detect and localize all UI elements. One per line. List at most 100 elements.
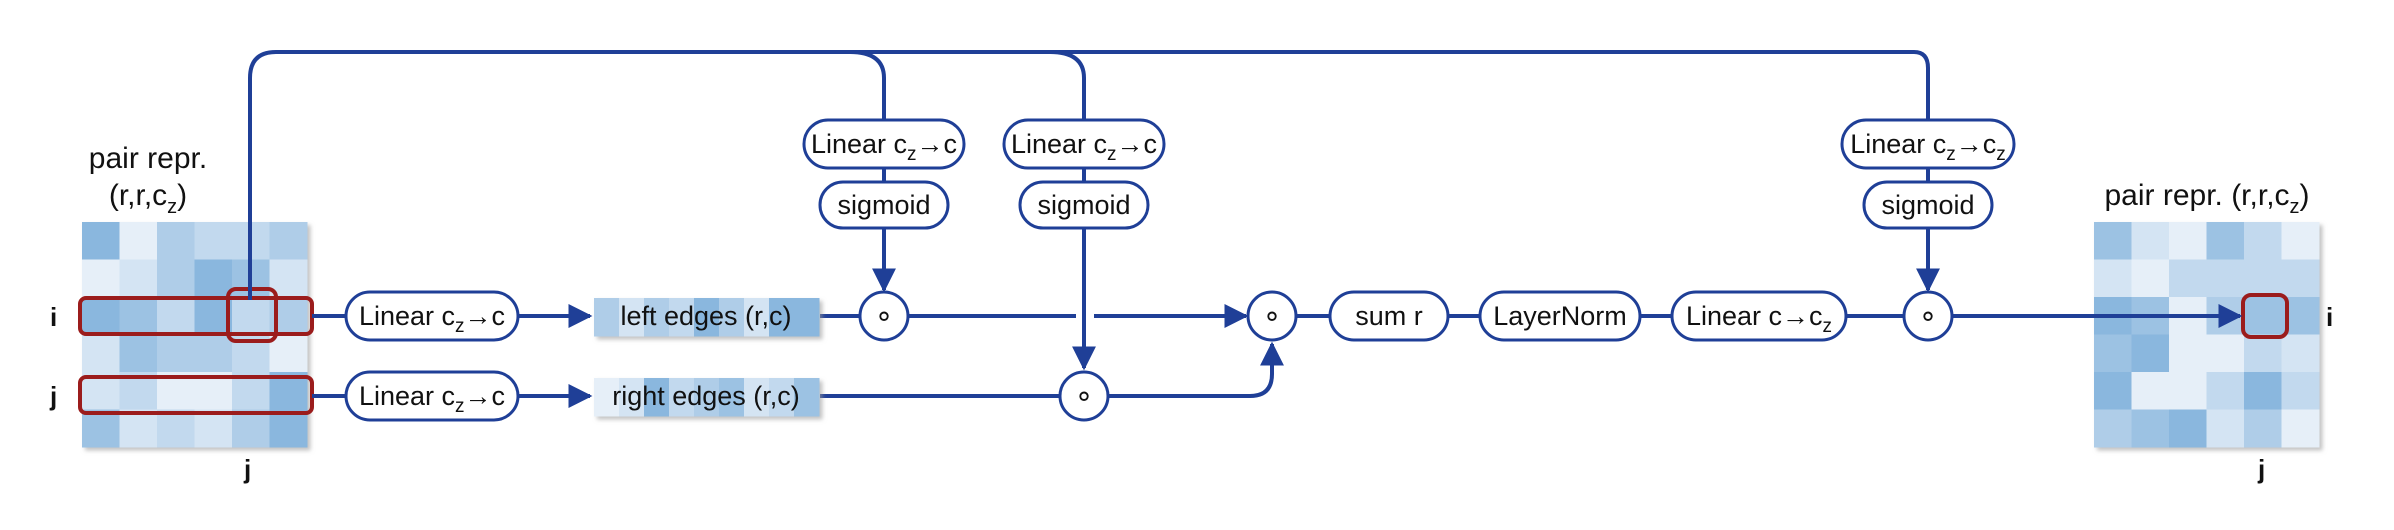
heatmap-cell bbox=[2094, 372, 2132, 410]
hadamard-gate2-symbol: ∘ bbox=[1075, 380, 1094, 413]
gate2-sigmoid-label: sigmoid bbox=[1037, 190, 1130, 220]
heatmap-cell bbox=[2244, 334, 2282, 373]
heatmap-cell bbox=[2131, 259, 2170, 298]
gate1-sigmoid-node bbox=[818, 180, 950, 230]
layernorm-label: LayerNorm bbox=[1493, 301, 1627, 331]
heatmap-cell bbox=[119, 334, 158, 373]
heatmap-cell bbox=[694, 298, 720, 337]
heatmap-cell bbox=[269, 222, 308, 260]
heatmap-cell bbox=[2206, 409, 2245, 448]
heatmap-cell bbox=[194, 259, 233, 298]
nodes: Linear cz→c Linear cz→c left edges (r,c)… bbox=[344, 118, 2016, 422]
pair-repr-right: pair repr. (r,r,cz) i j bbox=[2094, 179, 2333, 484]
heatmap-cell bbox=[2169, 334, 2207, 373]
gate2-linear-label: Linear cz→c bbox=[1011, 129, 1157, 165]
sum-r-label: sum r bbox=[1355, 301, 1423, 331]
linear-top-node bbox=[344, 290, 520, 342]
heatmap-cell bbox=[2281, 409, 2320, 448]
pair-repr-left-grid bbox=[82, 222, 308, 448]
heatmap-cell bbox=[232, 297, 270, 335]
heatmap-cell bbox=[2094, 409, 2132, 448]
linear-top-label: Linear cz→c bbox=[359, 301, 505, 337]
heatmap-cell bbox=[2281, 372, 2320, 410]
heatmap-cell bbox=[119, 222, 158, 260]
heatmap-cell bbox=[2206, 334, 2245, 373]
col-label-j-left: j bbox=[243, 454, 251, 484]
gate3-linear-node bbox=[1840, 118, 2016, 170]
heatmap-cell bbox=[2206, 259, 2245, 298]
row-label-i-left: i bbox=[50, 302, 57, 332]
sum-r-node bbox=[1328, 290, 1450, 342]
heatmap-cell bbox=[2169, 259, 2207, 298]
heatmap-cell bbox=[82, 334, 120, 373]
heatmap-cell bbox=[2131, 334, 2170, 373]
heatmap-cell bbox=[269, 334, 308, 373]
heatmap-cell bbox=[2094, 222, 2132, 260]
hadamard-merge bbox=[1246, 290, 1298, 342]
heatmap-cell bbox=[2206, 222, 2245, 260]
heatmap-cell bbox=[2281, 259, 2320, 298]
hadamard-merge-symbol: ∘ bbox=[1263, 300, 1282, 333]
heatmap-cell bbox=[2244, 259, 2282, 298]
heatmap-cell bbox=[694, 378, 720, 417]
heatmap-cell bbox=[2244, 372, 2282, 410]
pair-repr-left-title-line1: pair repr. bbox=[89, 142, 207, 175]
heatmap-cell bbox=[794, 378, 820, 417]
heatmap-cell bbox=[119, 259, 158, 298]
heatmap-cell bbox=[194, 222, 233, 260]
heatmap-cell bbox=[2169, 409, 2207, 448]
heatmap-cell bbox=[594, 298, 620, 337]
row-label-j-left: j bbox=[49, 381, 57, 411]
heatmap-cell bbox=[2131, 372, 2170, 410]
heatmap-cell bbox=[194, 409, 233, 448]
gate2-linear-node bbox=[1002, 118, 1166, 170]
bus-branch-gate1 bbox=[849, 50, 886, 120]
heatmap-cell bbox=[2244, 297, 2282, 335]
right-edges-strip bbox=[594, 378, 820, 417]
linear-bottom-label: Linear cz→c bbox=[359, 381, 505, 417]
heatmap-cell bbox=[119, 409, 158, 448]
gate1-linear-label: Linear cz→c bbox=[811, 129, 957, 165]
heatmap-cell bbox=[744, 378, 770, 417]
hadamard-gate2 bbox=[1058, 370, 1110, 422]
heatmap-cell bbox=[2169, 222, 2207, 260]
heatmap-cell bbox=[119, 297, 158, 335]
gate1-sigmoid-label: sigmoid bbox=[837, 190, 930, 220]
gate3-linear-label: Linear cz→cz bbox=[1850, 129, 2006, 165]
col-label-j-right: j bbox=[2257, 454, 2265, 484]
bus-branch-gate2 bbox=[1049, 50, 1086, 120]
heatmap-cell bbox=[157, 334, 195, 373]
heatmap-cell bbox=[2131, 409, 2170, 448]
heatmap-cell bbox=[2206, 372, 2245, 410]
row-label-i-right: i bbox=[2326, 302, 2333, 332]
heatmap-cell bbox=[157, 222, 195, 260]
hadamard-gate3 bbox=[1902, 290, 1954, 342]
gate3-sigmoid-label: sigmoid bbox=[1881, 190, 1974, 220]
left-edges-strip bbox=[594, 298, 820, 337]
heatmap-cell bbox=[2244, 409, 2282, 448]
heatmap-cell bbox=[157, 259, 195, 298]
hadamard-gate3-symbol: ∘ bbox=[1919, 300, 1938, 333]
heatmap-cell bbox=[232, 409, 270, 448]
heatmap-cell bbox=[644, 298, 670, 337]
gate2-to-merge bbox=[1108, 341, 1284, 398]
gate1-linear-node bbox=[802, 118, 966, 170]
pair-repr-left: pair repr. (r,r,cz) i j j bbox=[49, 142, 314, 484]
heatmap-cell bbox=[157, 409, 195, 448]
connections bbox=[248, 50, 2243, 408]
heatmap-cell bbox=[82, 409, 120, 448]
linear-bottom-node bbox=[344, 370, 520, 422]
highlight-cell-ij-right bbox=[2241, 293, 2289, 339]
heatmap-cell bbox=[2244, 222, 2282, 260]
heatmap-cell bbox=[769, 298, 795, 337]
heatmap-cell bbox=[2094, 259, 2132, 298]
heatmap-cell bbox=[594, 378, 620, 417]
heatmap-cell bbox=[644, 378, 670, 417]
heatmap-cell bbox=[744, 298, 770, 337]
heatmap-cell bbox=[619, 378, 645, 417]
heatmap-cell bbox=[719, 378, 745, 417]
heatmap-cell bbox=[669, 378, 695, 417]
heatmap-cell bbox=[2169, 372, 2207, 410]
hadamard-gate1-symbol: ∘ bbox=[875, 300, 894, 333]
